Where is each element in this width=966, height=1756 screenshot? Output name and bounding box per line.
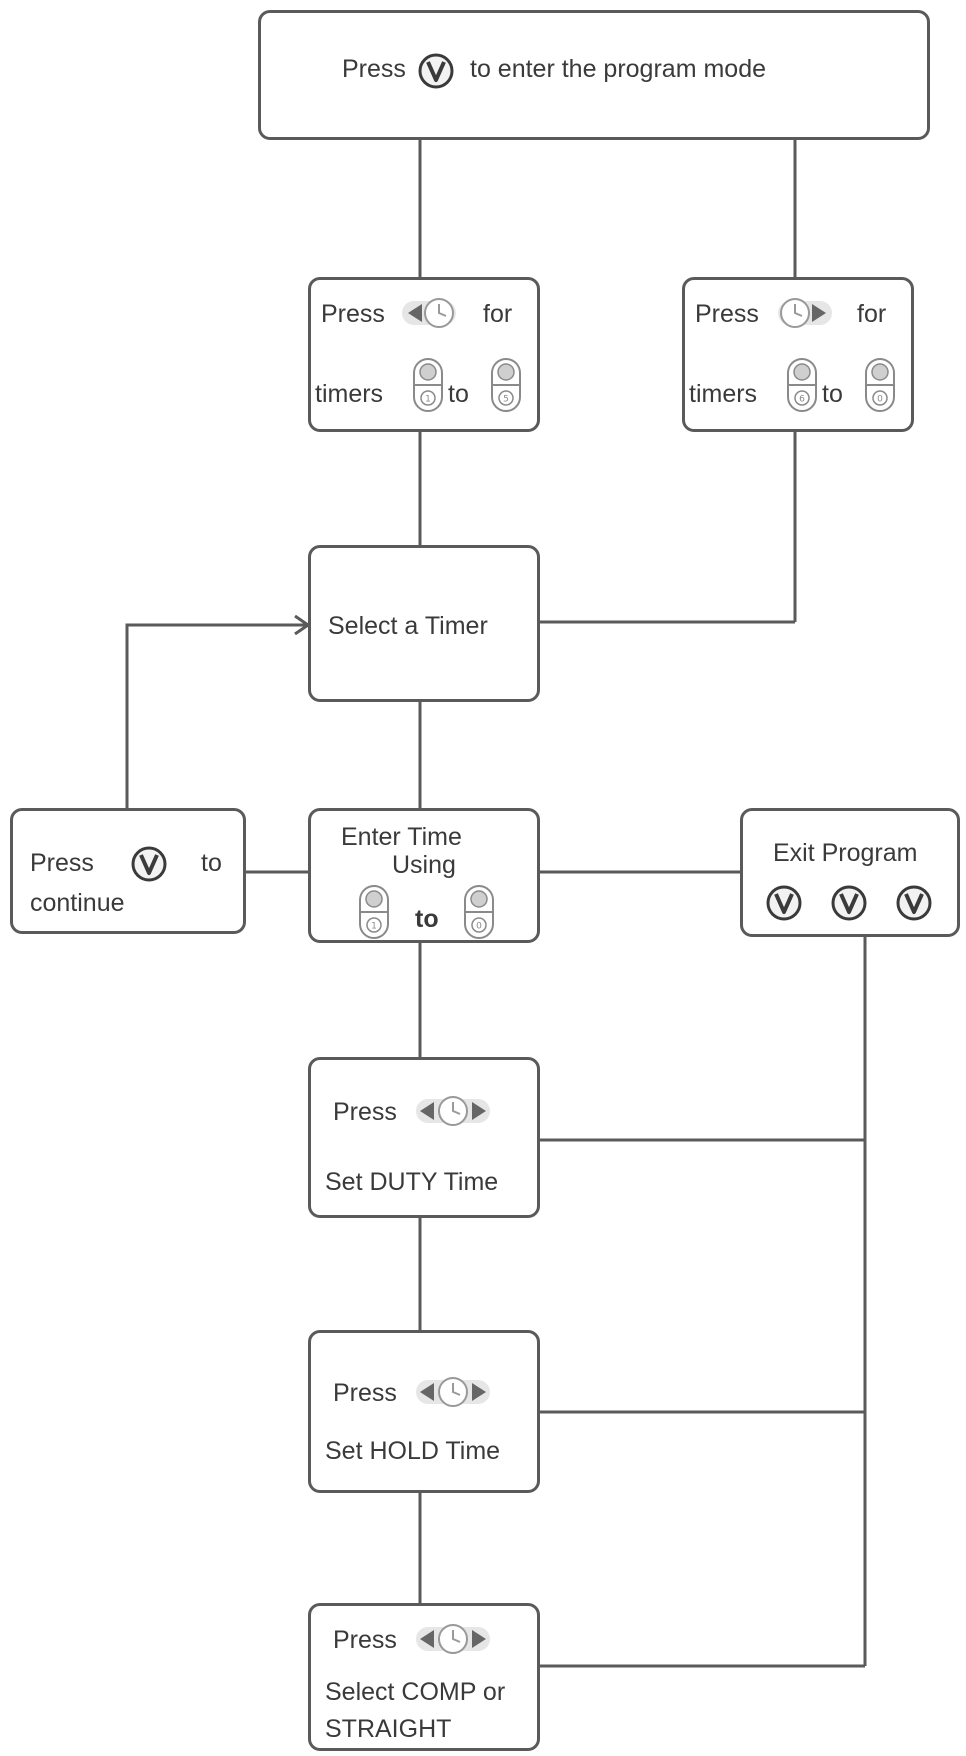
- left-arrow-clock-icon: [402, 298, 456, 328]
- timer-key-icon: 6: [787, 358, 817, 412]
- duty-press-text: Press: [333, 1098, 397, 1126]
- exit-program-box: Exit Program: [740, 808, 960, 937]
- timer-key-icon: 0: [865, 358, 895, 412]
- v-button-icon: [766, 885, 802, 921]
- continue-to-text: to: [201, 849, 222, 877]
- continue-press-text: Press: [30, 849, 94, 877]
- timer-key-number: 5: [503, 395, 509, 405]
- hold-time-box: Press Set HOLD Time: [308, 1330, 540, 1493]
- left-clock-right-icon: [416, 1377, 490, 1407]
- timer-key-number: 0: [877, 395, 883, 405]
- left-timers-label-text: timers: [315, 380, 384, 408]
- continue-box: Press to continue: [10, 808, 246, 934]
- left-timers-box: Press for timers 1 to 5: [308, 277, 540, 432]
- comp-straight-box: Press Select COMP or STRAIGHT: [308, 1603, 540, 1751]
- enter-time-to-text: to: [415, 905, 439, 933]
- hold-label-text: Set HOLD Time: [325, 1437, 501, 1465]
- left-clock-right-icon: [416, 1624, 490, 1654]
- left-clock-right-icon: [416, 1096, 490, 1126]
- duty-time-box: Press Set DUTY Time: [308, 1057, 540, 1218]
- right-timers-to-text: to: [822, 380, 843, 408]
- right-timers-box: Press for timers 6 to 0: [682, 277, 914, 432]
- timer-key-number: 6: [799, 395, 805, 405]
- select-timer-box: Select a Timer: [308, 545, 540, 702]
- v-button-icon: [418, 53, 454, 89]
- v-button-icon: [131, 846, 167, 882]
- right-timers-for-text: for: [857, 300, 887, 328]
- comp-press-text: Press: [333, 1626, 397, 1654]
- timer-key-number: 1: [425, 395, 431, 405]
- duty-label-text: Set DUTY Time: [325, 1168, 499, 1196]
- timer-key-number: 1: [371, 922, 377, 932]
- v-button-icon: [896, 885, 932, 921]
- comp-line1-text: Select COMP or: [325, 1678, 506, 1706]
- v-button-icon: [831, 885, 867, 921]
- right-timers-label-text: timers: [689, 380, 758, 408]
- left-timers-press-text: Press: [321, 300, 385, 328]
- enter-time-line2: Using: [392, 851, 456, 879]
- enter-time-box: Enter Time Using 1 to 0: [308, 808, 540, 943]
- timer-key-icon: 1: [359, 885, 389, 939]
- hold-press-text: Press: [333, 1379, 397, 1407]
- timer-key-number: 0: [476, 922, 482, 932]
- left-timers-to-text: to: [448, 380, 469, 408]
- left-timers-for-text: for: [483, 300, 513, 328]
- comp-line2-text: STRAIGHT: [325, 1715, 452, 1743]
- start-instruction-text: to enter the program mode: [470, 55, 766, 83]
- exit-program-text: Exit Program: [773, 839, 918, 867]
- start-press-text: Press: [342, 55, 406, 83]
- start-step-box: Press to enter the program mode: [258, 10, 930, 140]
- select-timer-text: Select a Timer: [328, 612, 488, 640]
- timer-key-icon: 1: [413, 358, 443, 412]
- right-timers-press-text: Press: [695, 300, 759, 328]
- clock-right-arrow-icon: [778, 298, 832, 328]
- timer-key-icon: 5: [491, 358, 521, 412]
- enter-time-line1: Enter Time: [341, 823, 462, 851]
- continue-text: continue: [30, 889, 125, 917]
- timer-key-icon: 0: [464, 885, 494, 939]
